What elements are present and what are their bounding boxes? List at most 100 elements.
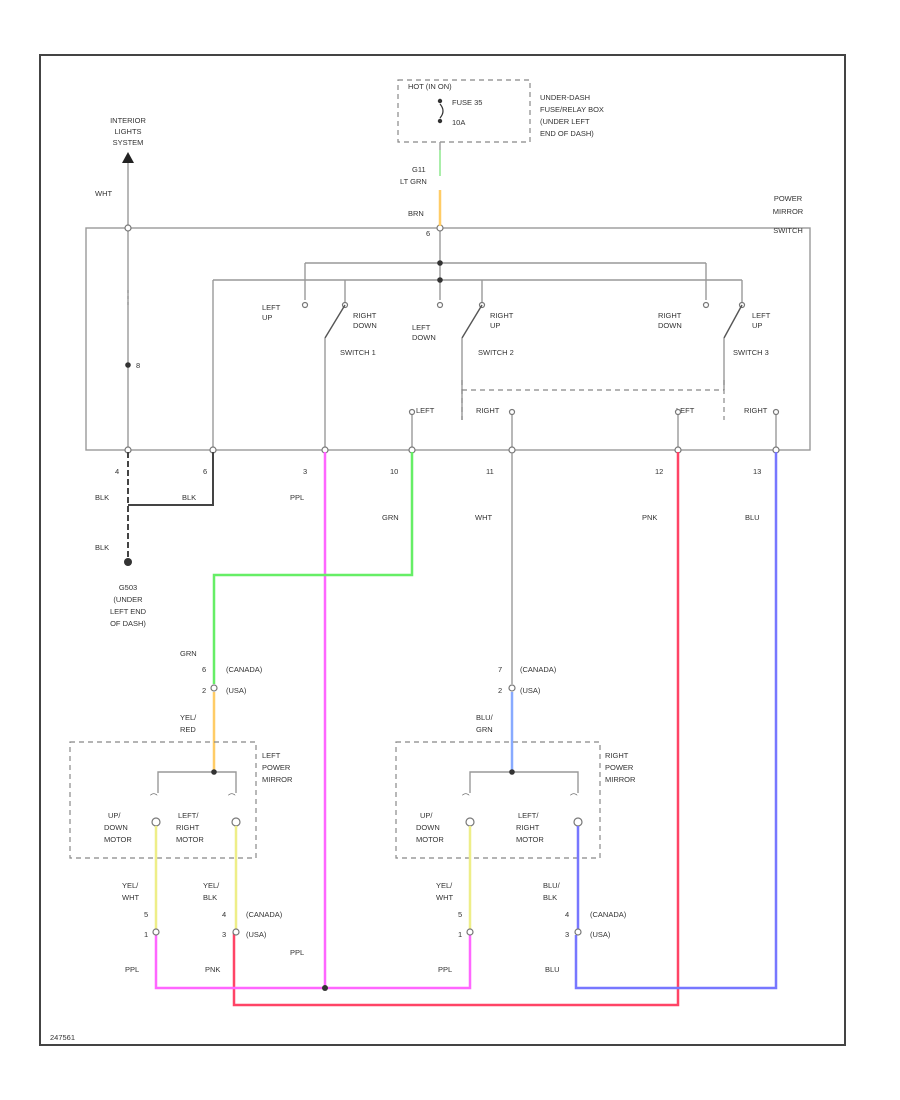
right-leftright-motor: LEFT/ RIGHT MOTOR: [516, 811, 583, 844]
svg-text:RIGHT: RIGHT: [658, 311, 682, 320]
svg-text:DOWN: DOWN: [658, 321, 682, 330]
svg-text:FUSE/RELAY BOX: FUSE/RELAY BOX: [540, 105, 604, 114]
svg-text:11: 11: [486, 467, 494, 476]
svg-text:LIGHTS: LIGHTS: [114, 127, 141, 136]
right-mirror-common: [469, 771, 579, 793]
wire-color-yel-red: YEL/ RED: [180, 713, 197, 734]
switch-2: [436, 301, 486, 420]
canada-label-bottom-right: (CANADA): [590, 910, 627, 919]
svg-text:BLK: BLK: [203, 893, 217, 902]
svg-text:UNDER-DASH: UNDER-DASH: [540, 93, 590, 102]
switch-1-labels: LEFT UP RIGHT DOWN SWITCH 1: [262, 303, 377, 357]
wire-color-ppl: PPL: [290, 493, 304, 502]
svg-text:INTERIOR: INTERIOR: [110, 116, 146, 125]
wire-color-yel-blk-left: YEL/ BLK: [203, 881, 220, 902]
arrow-up-icon: [122, 152, 134, 163]
right-connector-num-1: 7: [498, 665, 502, 674]
wire-color-blu-blk-right: BLU/ BLK: [543, 881, 561, 902]
canada-label-left: (CANADA): [226, 665, 263, 674]
svg-text:3: 3: [222, 930, 226, 939]
svg-text:RIGHT: RIGHT: [744, 406, 768, 415]
motor-brush-icon: ⌒: [228, 793, 236, 802]
svg-text:GRN: GRN: [476, 725, 493, 734]
svg-text:YEL/: YEL/: [122, 881, 139, 890]
svg-text:BLU/: BLU/: [476, 713, 494, 722]
interior-lights-label: INTERIOR LIGHTS SYSTEM: [110, 116, 146, 147]
wire-color-blu-grn: BLU/ GRN: [476, 713, 494, 734]
switch-3-labels: RIGHT DOWN LEFT UP SWITCH 3: [658, 311, 771, 357]
svg-text:LEFT: LEFT: [676, 406, 695, 415]
left-connector-num-2: 2: [202, 686, 206, 695]
svg-text:MOTOR: MOTOR: [416, 835, 444, 844]
wire-color-brn: BRN: [408, 209, 424, 218]
junction-dot: [437, 277, 443, 283]
power-mirror-switch-label: POWER MIRROR SWITCH: [773, 194, 804, 235]
svg-text:DOWN: DOWN: [412, 333, 436, 342]
ground-point: [124, 558, 132, 566]
svg-text:6: 6: [203, 467, 207, 476]
svg-text:(UNDER LEFT: (UNDER LEFT: [540, 117, 590, 126]
svg-text:POWER: POWER: [262, 763, 291, 772]
svg-text:UP/: UP/: [420, 811, 433, 820]
svg-text:LEFT: LEFT: [416, 406, 435, 415]
svg-text:4: 4: [115, 467, 119, 476]
svg-text:5: 5: [458, 910, 462, 919]
usa-label-right: (USA): [520, 686, 541, 695]
connector-pin: [232, 928, 240, 936]
right-power-mirror-label: RIGHT POWER MIRROR: [605, 751, 636, 784]
svg-text:DOWN: DOWN: [353, 321, 377, 330]
connector-pin: [574, 928, 582, 936]
svg-text:RIGHT: RIGHT: [353, 311, 377, 320]
usa-label-bottom-left: (USA): [246, 930, 267, 939]
svg-text:UP: UP: [752, 321, 762, 330]
svg-text:BLU/: BLU/: [543, 881, 561, 890]
motor-brush-icon: ⌒: [462, 793, 470, 802]
left-mirror-outline: [69, 741, 257, 859]
svg-text:5: 5: [144, 910, 148, 919]
wire-ppl-bottom: [154, 935, 472, 990]
diagram-frame: [39, 54, 846, 1046]
svg-text:YEL/: YEL/: [436, 881, 453, 890]
junction-dot: [125, 362, 131, 368]
wire-id-label: 8: [136, 361, 140, 370]
svg-text:RIGHT: RIGHT: [490, 311, 514, 320]
wire-color-blk-1: BLK: [95, 493, 109, 502]
page-id: 247561: [50, 1033, 75, 1042]
wire-color-ppl-b3: PPL: [438, 965, 452, 974]
svg-text:LEFT/: LEFT/: [178, 811, 199, 820]
svg-text:UP/: UP/: [108, 811, 121, 820]
wire-color-wht-top: WHT: [95, 189, 112, 198]
svg-text:SWITCH 2: SWITCH 2: [478, 348, 514, 357]
motor-brush-icon: ⌒: [570, 793, 578, 802]
ground-label: G503 (UNDER LEFT END OF DASH): [110, 583, 147, 628]
svg-text:OF DASH): OF DASH): [110, 619, 146, 628]
left-mirror-common: [157, 771, 237, 793]
usa-label-bottom-right: (USA): [590, 930, 611, 939]
svg-text:1: 1: [458, 930, 462, 939]
bottom-connector-nums: 5 1 4 3 5 1 4 3: [144, 910, 569, 939]
canada-label-right: (CANADA): [520, 665, 557, 674]
hot-label: HOT (IN ON): [408, 82, 452, 91]
svg-text:SWITCH 3: SWITCH 3: [733, 348, 769, 357]
wire-blu: [574, 452, 778, 990]
svg-text:LEFT: LEFT: [412, 323, 431, 332]
svg-text:MIRROR: MIRROR: [773, 207, 804, 216]
wire-color-blu-b: BLU: [545, 965, 560, 974]
wire-color-ppl-b2: PPL: [290, 948, 304, 957]
wire-grn: [212, 452, 414, 684]
right-connector-num-2: 2: [498, 686, 502, 695]
pin-numbers: 4 6 3 10 11 12 13: [115, 467, 761, 476]
usa-label-left: (USA): [226, 686, 247, 695]
svg-text:RIGHT: RIGHT: [516, 823, 540, 832]
wire-color-grn-lower: GRN: [180, 649, 197, 658]
svg-text:UP: UP: [490, 321, 500, 330]
switch-3: [702, 301, 746, 390]
wire-color-yel-wht-right: YEL/ WHT: [436, 881, 453, 902]
svg-text:MOTOR: MOTOR: [516, 835, 544, 844]
svg-text:POWER: POWER: [774, 194, 803, 203]
svg-text:LEFT: LEFT: [262, 751, 281, 760]
switch-2-labels: LEFT DOWN RIGHT UP SWITCH 2: [412, 311, 514, 357]
fuse-label: FUSE 35: [452, 98, 482, 107]
ground-link: [128, 452, 214, 506]
